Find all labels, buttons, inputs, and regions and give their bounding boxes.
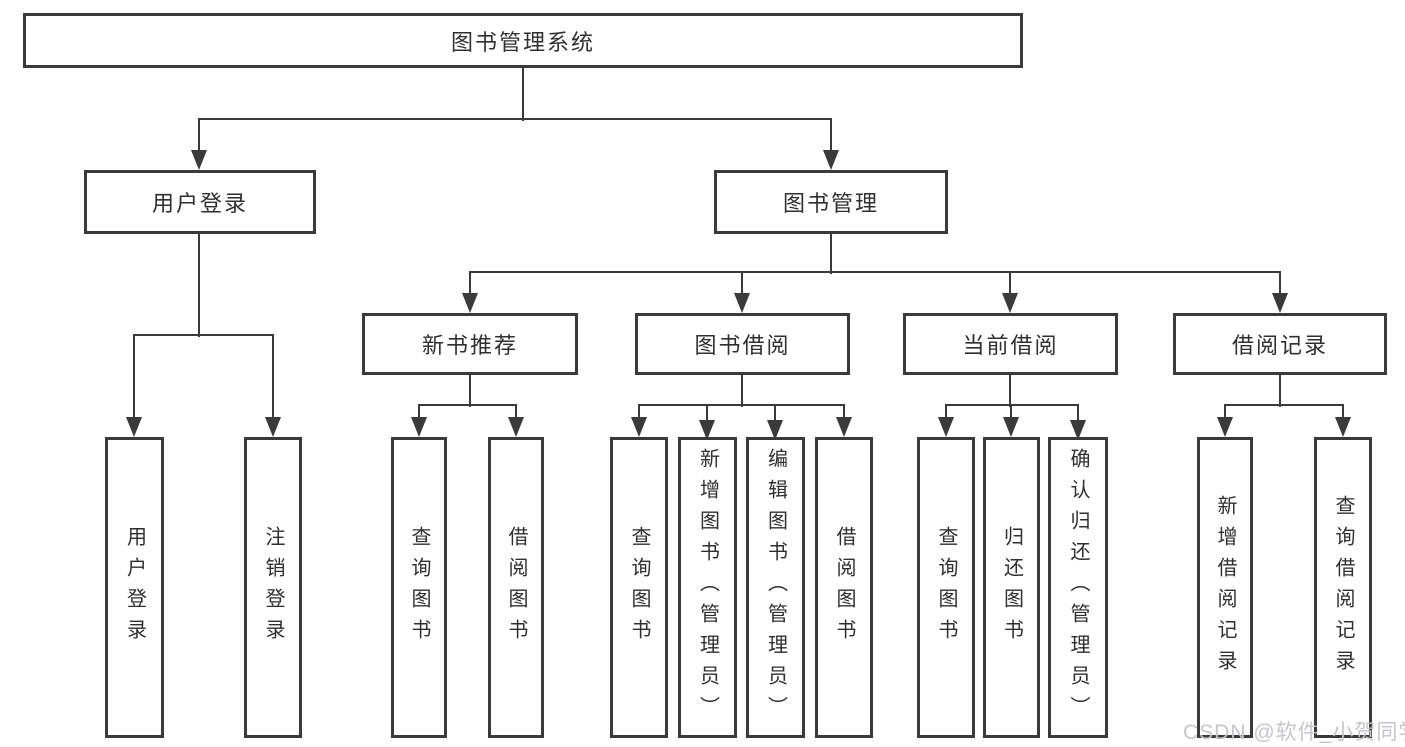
arrow-shaft: [944, 405, 948, 419]
node-leaf-query-books-1: 查询图书: [391, 437, 447, 738]
node-leaf-borrow-books-2: 借阅图书: [815, 437, 873, 738]
connector-stem: [521, 68, 525, 121]
connector-stem: [197, 234, 201, 337]
arrowhead-down-icon: [631, 417, 647, 437]
arrowhead-down-icon: [1272, 293, 1288, 313]
node-leaf-return-books: 归还图书: [983, 437, 1040, 738]
arrow-shaft: [1009, 405, 1013, 419]
arrow-shaft: [1223, 405, 1227, 419]
arrow-shaft: [1008, 272, 1012, 295]
connector-stem: [468, 375, 472, 407]
arrow-shaft: [705, 405, 709, 422]
connector-rail: [197, 117, 833, 121]
node-leaf-edit-book-admin: 编辑图书（管理员）: [746, 437, 805, 738]
node-root: 图书管理系统: [23, 13, 1023, 68]
arrow-shaft: [829, 119, 833, 152]
connector-rail: [637, 403, 846, 407]
arrowhead-down-icon: [1335, 417, 1351, 437]
arrow-shaft: [271, 335, 275, 419]
arrow-shaft: [1278, 272, 1282, 295]
arrow-shaft: [1076, 405, 1080, 422]
arrowhead-down-icon: [265, 417, 281, 437]
node-new-book-recommend: 新书推荐: [362, 313, 578, 375]
arrowhead-down-icon: [699, 420, 715, 440]
node-leaf-add-book-admin: 新增图书（管理员）: [678, 437, 737, 738]
arrow-shaft: [197, 119, 201, 152]
arrowhead-down-icon: [734, 293, 750, 313]
connector-rail: [417, 403, 518, 407]
watermark: CSDN @软件_小贺同学: [1183, 721, 1405, 744]
arrowhead-down-icon: [767, 420, 783, 440]
connector-rail: [132, 333, 275, 337]
arrow-shaft: [417, 405, 421, 419]
node-leaf-query-books-2: 查询图书: [610, 437, 668, 738]
arrow-shaft: [773, 405, 777, 422]
connector-rail: [1223, 403, 1345, 407]
arrowhead-down-icon: [1002, 293, 1018, 313]
node-leaf-add-borrow-record: 新增借阅记录: [1197, 437, 1253, 738]
node-book-borrowing: 图书借阅: [635, 313, 850, 375]
node-leaf-user-login: 用户登录: [105, 437, 164, 738]
arrow-shaft: [637, 405, 641, 419]
arrowhead-down-icon: [462, 293, 478, 313]
arrow-shaft: [1341, 405, 1345, 419]
connector-stem: [829, 234, 833, 274]
connector-stem: [1278, 375, 1282, 407]
node-leaf-logout: 注销登录: [244, 437, 302, 738]
node-leaf-borrow-books-1: 借阅图书: [488, 437, 544, 738]
node-leaf-confirm-return-admin: 确认归还（管理员）: [1048, 437, 1108, 738]
arrow-shaft: [132, 335, 136, 419]
connector-stem: [1008, 375, 1012, 407]
node-book-management: 图书管理: [714, 170, 948, 234]
arrowhead-down-icon: [126, 417, 142, 437]
arrow-shaft: [740, 272, 744, 295]
arrowhead-down-icon: [938, 417, 954, 437]
arrowhead-down-icon: [1003, 417, 1019, 437]
node-leaf-query-borrow-record: 查询借阅记录: [1314, 437, 1372, 738]
node-leaf-query-books-3: 查询图书: [917, 437, 975, 738]
arrowhead-down-icon: [191, 150, 207, 170]
node-current-borrowing: 当前借阅: [903, 313, 1118, 375]
arrowhead-down-icon: [508, 417, 524, 437]
arrow-shaft: [514, 405, 518, 419]
arrowhead-down-icon: [1070, 420, 1086, 440]
connector-rail: [468, 270, 1282, 274]
connector-stem: [740, 375, 744, 407]
arrow-shaft: [842, 405, 846, 419]
node-borrowing-records: 借阅记录: [1173, 313, 1387, 375]
node-user-login: 用户登录: [84, 170, 316, 234]
arrowhead-down-icon: [823, 150, 839, 170]
arrowhead-down-icon: [836, 417, 852, 437]
arrowhead-down-icon: [1217, 417, 1233, 437]
arrowhead-down-icon: [411, 417, 427, 437]
arrow-shaft: [468, 272, 472, 295]
